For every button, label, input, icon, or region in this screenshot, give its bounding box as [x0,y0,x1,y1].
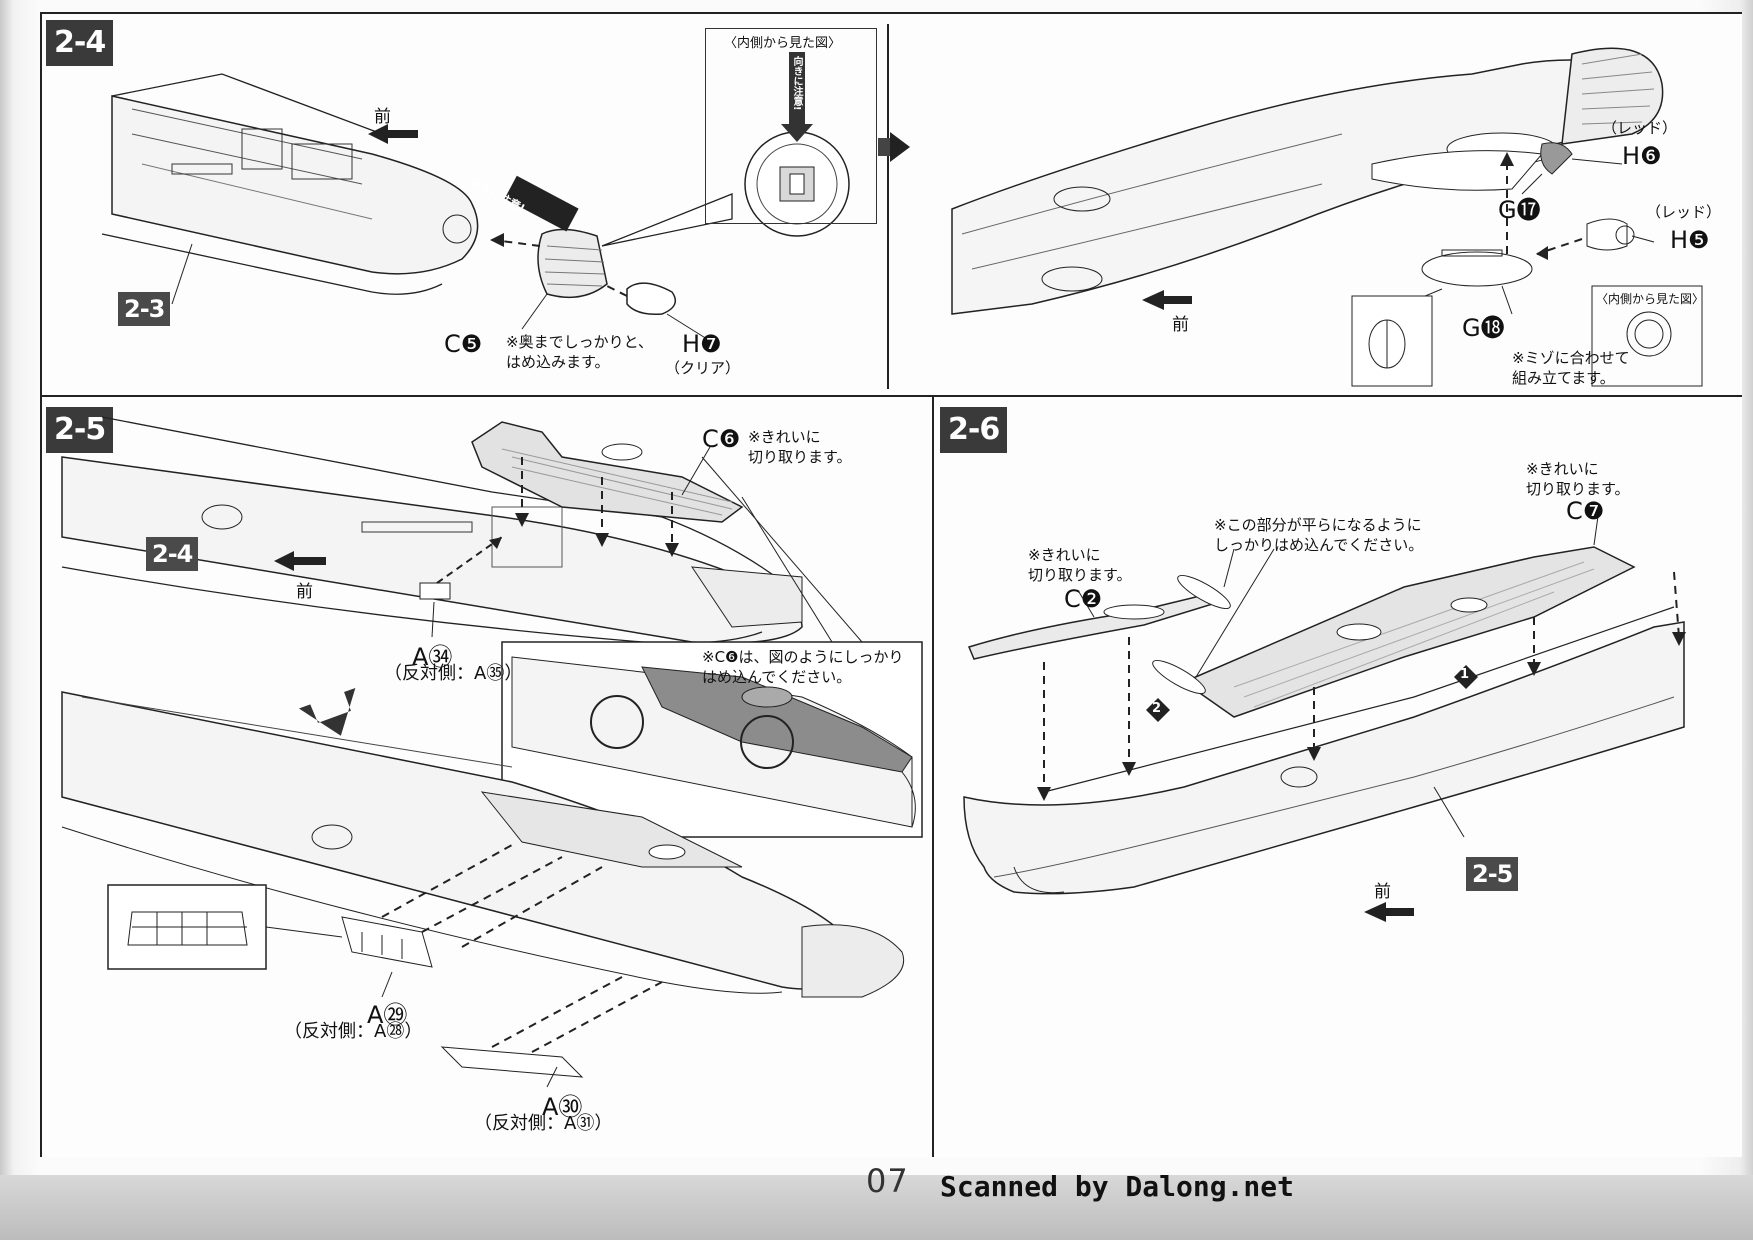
front-label-2-4b: 前 [1172,315,1189,335]
part-a29-sub: （反対側：A㉘） [284,1021,423,1042]
step-2-6-drawing [963,508,1686,922]
front-label-2-6: 前 [1374,882,1391,902]
part-h5-color: （レッド） [1646,203,1722,221]
step-2-5-drawing [61,416,923,1088]
note-groove: ※ミゾに合わせて 組み立てます。 [1512,349,1630,387]
part-h7-sub: （クリア） [665,359,741,377]
note-c2: ※きれいに 切り取ります。 [1028,546,1132,584]
part-a34: A㉞ [412,643,453,671]
part-h6: H❻ [1622,142,1662,170]
part-a34-sub: （反対側：A㉟） [384,663,523,684]
scan-credit: Scanned by Dalong.net [940,1170,1295,1203]
part-h6-color: （レッド） [1602,119,1678,137]
inset-inner-view [705,28,877,224]
page-frame: 2-4 [40,12,1742,1157]
note-c7: ※きれいに 切り取ります。 [1526,460,1630,498]
inset2-title: 〈内側から見た図〉 [1596,292,1705,306]
page-number: 07 [866,1162,909,1200]
note-c6: ※きれいに 切り取ります。 [748,428,852,466]
step-2-6-panel: 2-6 [934,397,1742,1157]
part-g17: G⓱ [1498,196,1541,224]
part-h5: H❺ [1670,226,1710,254]
part-a30: A㉚ [542,1093,583,1121]
page-bottom-band [0,1175,1753,1240]
inset-note-c6: ※C❻は、図のようにしっかり はめ込んでください。 [702,648,904,686]
part-c2: C❷ [1064,585,1103,613]
part-a30-sub: （反対側：A㉛） [474,1113,613,1134]
step-2-4-ref-2-3: 2-3 [118,292,171,326]
part-h7: H❼ [682,330,722,358]
note-h7: ※奥までしっかりと、 はめ込みます。 [506,333,653,371]
front-label-2-4a: 前 [374,107,391,127]
part-c7: C❼ [1566,497,1605,525]
step-2-5-panel: 2-5 [42,397,934,1157]
marker-2: 2 [1152,701,1162,716]
step-2-6-ref-2-5: 2-5 [1466,857,1519,891]
inset-title: 〈内側から見た図〉 [724,36,842,51]
marker-1: 1 [1460,667,1470,682]
step-2-4-tag: 2-4 [46,20,114,66]
part-a29: A㉙ [367,1001,408,1029]
part-g18: G⓲ [1462,314,1505,342]
part-c6: C❻ [702,425,741,453]
note-flat: ※この部分が平らになるように しっかりはめ込んでください。 [1214,516,1424,554]
step-2-6-tag: 2-6 [940,407,1008,453]
step-2-4-drawing [101,24,1703,389]
front-label-2-5: 前 [296,582,313,602]
step-2-5-tag: 2-5 [46,407,114,453]
inset-arrow-text: 向きに注意! [791,56,802,111]
step-2-4-panel: 2-4 [42,14,1742,397]
step-2-5-ref-2-4: 2-4 [146,537,199,571]
part-c5: C❺ [444,330,483,358]
